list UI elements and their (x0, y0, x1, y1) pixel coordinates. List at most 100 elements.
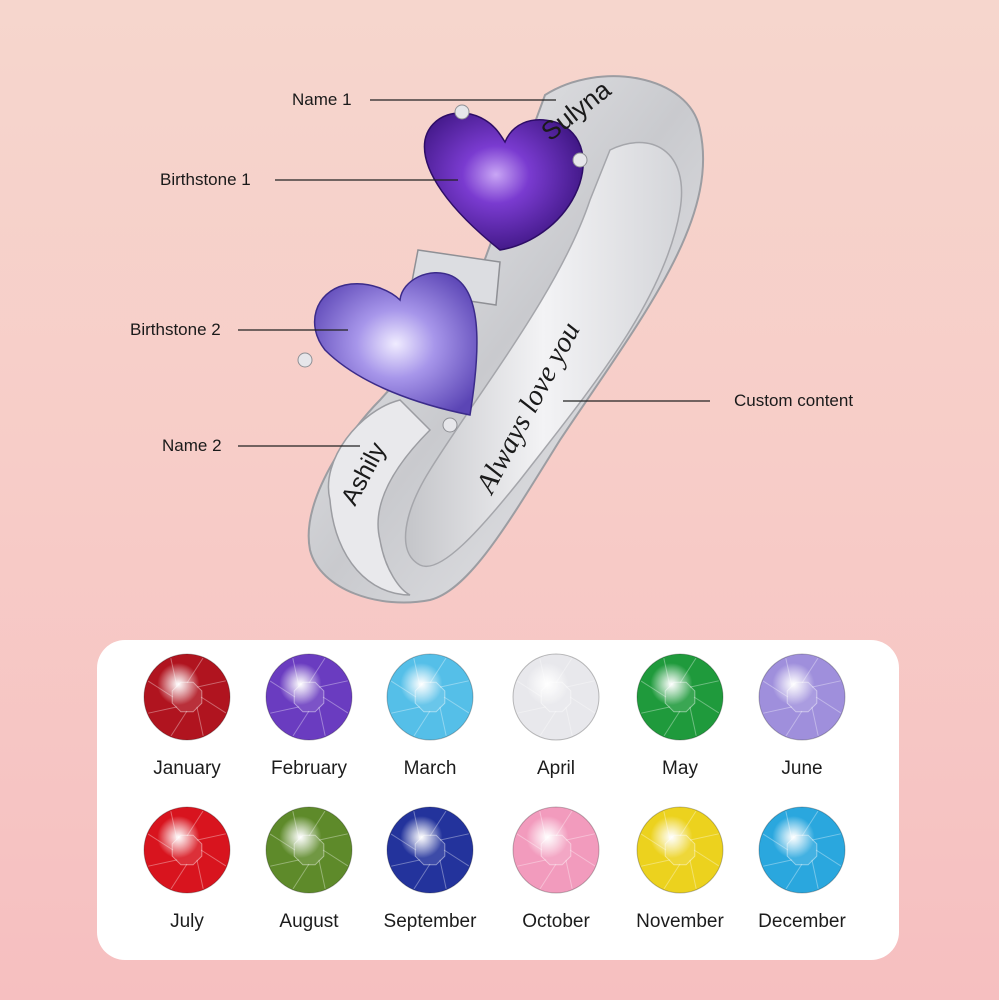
gem-facet (429, 657, 447, 684)
gem-facet (641, 859, 671, 867)
gem-facet (565, 833, 595, 841)
birthstone-may: May (618, 652, 742, 780)
gem-facet (292, 811, 300, 841)
gem-facet (811, 833, 841, 841)
gem-body (512, 653, 600, 741)
gem-icon (758, 653, 846, 741)
gem-facet (689, 833, 719, 841)
prong (572, 152, 588, 168)
gem-facet (785, 658, 793, 688)
gem-facet (322, 849, 349, 867)
gem-body (143, 806, 231, 894)
gem-facet (693, 696, 720, 714)
birthstone-month-label: September (383, 911, 477, 932)
gem-body (265, 806, 353, 894)
gem-facet (555, 657, 573, 684)
birthstone-november: November (618, 805, 742, 933)
gem-facet (413, 710, 431, 737)
gem-table (293, 834, 325, 866)
gem-facet (539, 658, 547, 688)
gem-facet (439, 833, 469, 841)
gem-facet (689, 680, 719, 688)
birthstone-month-label: October (522, 911, 590, 932)
gem-facet (413, 658, 421, 688)
gem-facet (663, 710, 681, 737)
gem-facet (569, 849, 596, 867)
callout-birthstone2: Birthstone 2 (130, 320, 221, 339)
gem-facet (539, 811, 547, 841)
gem-facet (811, 706, 819, 736)
birthstone-august: August (247, 805, 371, 933)
gem-facet (565, 859, 573, 889)
birthstone-month-label: January (153, 758, 221, 779)
gem-facet (663, 863, 681, 890)
gem-facet (443, 849, 470, 867)
gem-facet (689, 859, 697, 889)
gem-facet (186, 810, 204, 837)
callout-birthstone1: Birthstone 1 (160, 170, 251, 189)
gem-facet (318, 833, 348, 841)
gem-facet (811, 680, 841, 688)
gem-facet (308, 810, 326, 837)
gem-facet (663, 811, 671, 841)
gem-facet (689, 706, 697, 736)
gem-facet (148, 706, 178, 714)
gem-facet (308, 657, 326, 684)
gem-icon (386, 653, 474, 741)
gem-facet (785, 811, 793, 841)
gem-facet (269, 680, 296, 698)
gem-body (512, 806, 600, 894)
gem-facet (539, 710, 557, 737)
gem-facet (815, 696, 842, 714)
birthstone-month-label: April (536, 758, 575, 779)
gem-icon (143, 806, 231, 894)
birthstone-march: March (368, 652, 492, 780)
gem-facet (517, 706, 547, 714)
gem-facet (390, 833, 417, 851)
gem-facet (413, 811, 421, 841)
gem-facet (443, 696, 470, 714)
birthstone-april: April (494, 652, 618, 780)
gem-facet (801, 657, 819, 684)
birthstone-1-gem (423, 112, 584, 251)
birthstone-february: February (247, 652, 371, 780)
gem-body (265, 653, 353, 741)
gem-facet (270, 859, 300, 867)
callout-name2: Name 2 (162, 436, 222, 455)
gem-icon (386, 806, 474, 894)
gem-facet (516, 833, 543, 851)
birthstone-month-label: July (170, 911, 204, 932)
gem-facet (147, 833, 174, 851)
gem-facet (763, 706, 793, 714)
gem-icon (636, 806, 724, 894)
birthstone-month-label: December (758, 911, 846, 932)
gem-facet (318, 859, 326, 889)
birthstone-month-label: February (270, 758, 348, 779)
gem-facet (679, 657, 697, 684)
gem-facet (762, 680, 789, 698)
gem-facet (801, 810, 819, 837)
gem-body (386, 653, 474, 741)
gem-body (386, 806, 474, 894)
birthstone-2-gem (314, 271, 478, 416)
gem-facet (693, 849, 720, 867)
gem-body (758, 653, 846, 741)
gem-facet (196, 833, 226, 841)
ring-inner (404, 141, 683, 568)
gem-facet (170, 658, 178, 688)
prong (442, 417, 458, 433)
gem-facet (391, 706, 421, 714)
gem-facet (785, 863, 803, 890)
birthstone-june: June (740, 652, 864, 780)
gem-facet (565, 680, 595, 688)
gem-facet (640, 680, 667, 698)
ring-illustration: Sulyna Ashily Always love you Name 1 Bir… (130, 74, 853, 604)
gem-facet (170, 710, 188, 737)
gem-body (143, 653, 231, 741)
gem-table (414, 834, 446, 866)
gem-facet (196, 680, 226, 688)
gem-facet (292, 863, 310, 890)
birthstone-month-label: May (662, 758, 698, 779)
gem-facet (785, 710, 803, 737)
callout-name1: Name 1 (292, 90, 352, 109)
